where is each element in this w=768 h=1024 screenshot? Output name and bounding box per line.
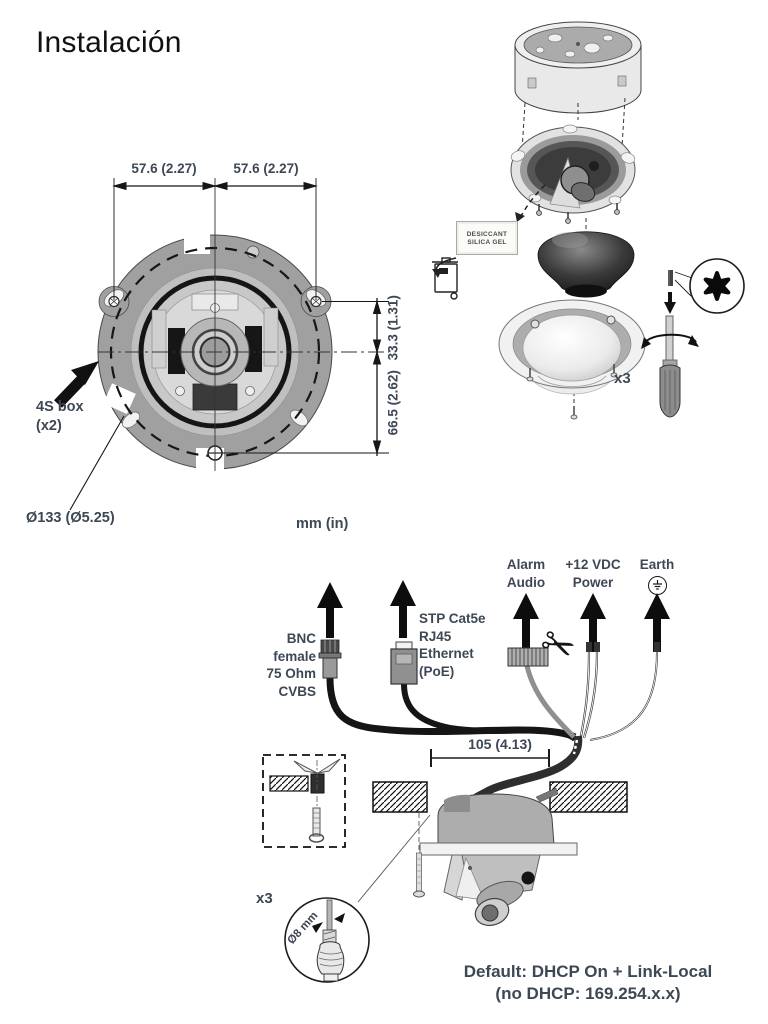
ceiling-sections <box>372 781 628 813</box>
torx-star-icon <box>703 271 731 301</box>
earth-ground-icon <box>647 575 667 595</box>
alarm-arrow <box>513 593 539 652</box>
mounting-screws <box>536 203 620 224</box>
power-arrow <box>580 593 606 652</box>
installed-camera <box>419 787 578 927</box>
inner-dome-liner <box>537 231 635 298</box>
alarm-connector <box>507 647 549 667</box>
torx-bit-callout <box>674 258 745 314</box>
earth-label: Earth <box>617 556 697 595</box>
4s-box-label: 4S box(x2) <box>36 399 84 434</box>
dome-screws <box>526 364 618 420</box>
diameter-leader-line <box>69 415 125 511</box>
4s-box-arrow <box>54 361 99 408</box>
camera-module <box>510 124 636 214</box>
dome-screws-qty-label: x3 <box>614 370 631 387</box>
units-label: mm (in) <box>296 516 349 532</box>
desiccant-arrow <box>515 184 546 222</box>
drill-callout-leader <box>357 814 431 903</box>
cables <box>326 651 658 809</box>
rj45-connector <box>390 641 418 685</box>
surface-mount-box <box>514 21 642 114</box>
anchor-detail-box <box>262 754 346 848</box>
wiring-diagram <box>262 580 670 983</box>
page-title: Instalación <box>36 26 182 59</box>
cable-length-label: 105 (4.13) <box>468 736 532 752</box>
network-default-note: Default: DHCP On + Link-Local (no DHCP: … <box>463 962 713 1003</box>
direction-arrows <box>317 580 670 652</box>
diameter-label: Ø133 (Ø5.25) <box>26 510 115 526</box>
center-lines <box>98 178 389 471</box>
bnc-arrow <box>317 582 343 638</box>
exploded-view-diagram <box>432 21 745 420</box>
bnc-connector <box>318 639 342 679</box>
power-connector <box>586 642 600 652</box>
ceiling-screw <box>413 813 425 898</box>
anchor-qty-label: x3 <box>256 890 273 907</box>
dim-label-side-lower: 66.5 (2.62) <box>385 370 401 436</box>
trash-bin-icon <box>432 257 458 300</box>
dim-label-top-right: 57.6 (2.27) <box>233 161 299 176</box>
dimension-lines <box>112 178 389 456</box>
torx-screwdriver <box>641 270 699 418</box>
cable-length-dimension <box>430 749 550 767</box>
earth-arrow <box>644 593 670 652</box>
top-view-diagram <box>54 178 389 511</box>
dome-cover <box>498 299 646 395</box>
earth-connector <box>654 642 660 652</box>
ethernet-arrow <box>390 580 416 638</box>
drill-hole-callout <box>284 897 370 983</box>
dim-label-top-left: 57.6 (2.27) <box>131 161 197 176</box>
